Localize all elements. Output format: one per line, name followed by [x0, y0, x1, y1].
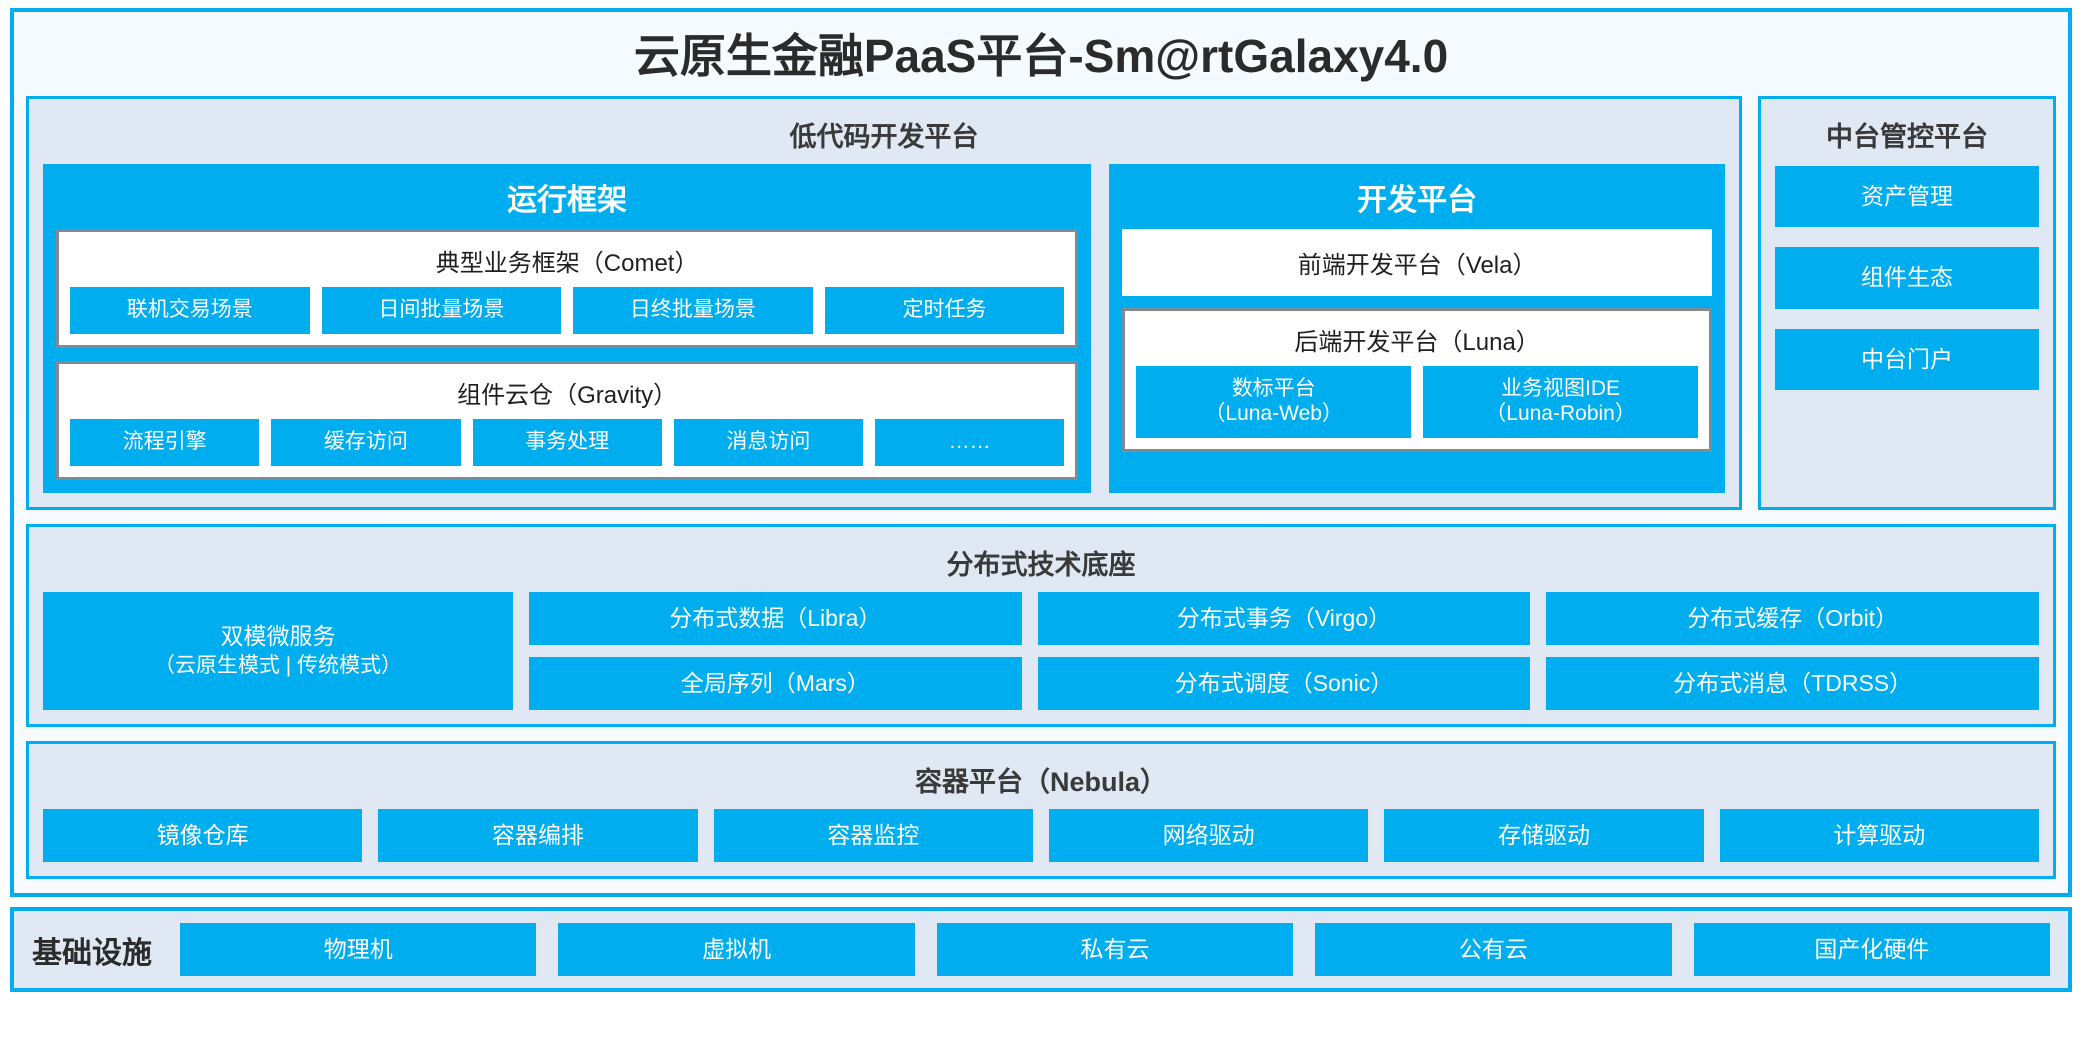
distributed-base-title: 分布式技术底座	[946, 549, 1136, 580]
chip-endofday-batch[interactable]: 日终批量场景	[573, 287, 813, 335]
chip-transaction-processing[interactable]: 事务处理	[472, 419, 662, 466]
chip-virtual-machine[interactable]: 虚拟机	[558, 923, 915, 977]
chip-container-orchestration[interactable]: 容器编排	[378, 809, 698, 863]
chip-domestic-hardware[interactable]: 国产化硬件	[1693, 923, 2051, 977]
midcontrol-platform: 中台管控平台 资产管理 组件生态 中台门户	[1758, 96, 2056, 510]
infrastructure-label: 基础设施	[32, 936, 152, 970]
gravity-chip-row: 流程引擎 缓存访问 事务处理 消息访问 ……	[70, 419, 1065, 466]
lowcode-title: 低代码开发平台	[789, 122, 979, 153]
chip-component-ecosystem[interactable]: 组件生态	[1775, 247, 2039, 309]
top-row: 低代码开发平台 运行框架 典型业务框架（Comet） 联机交易场景 日间批量场景…	[26, 96, 2056, 510]
chip-dual-mode-name: 双模微服务	[220, 623, 336, 650]
midcontrol-panel: 中台管控平台 资产管理 组件生态 中台门户	[1758, 96, 2056, 510]
comet-card: 典型业务框架（Comet） 联机交易场景 日间批量场景 日终批量场景 定时任务	[56, 229, 1079, 349]
chip-distributed-transaction[interactable]: 分布式事务（Virgo）	[1037, 591, 1531, 645]
chip-asset-management[interactable]: 资产管理	[1775, 166, 2039, 228]
page-title: 云原生金融PaaS平台-Sm@rtGalaxy4.0	[633, 30, 1449, 82]
luna-card: 后端开发平台（Luna） 数标平台 （Luna-Web） 业务视图IDE （Lu…	[1122, 308, 1712, 452]
chip-compute-driver[interactable]: 计算驱动	[1719, 809, 2039, 863]
chip-public-cloud[interactable]: 公有云	[1315, 923, 1672, 977]
chip-process-engine[interactable]: 流程引擎	[70, 419, 260, 466]
distributed-base-panel: 分布式技术底座 双模微服务 （云原生模式 | 传统模式） 分布式数据（Libra…	[26, 523, 2056, 728]
chip-distributed-data[interactable]: 分布式数据（Libra）	[529, 591, 1022, 645]
chip-distributed-message[interactable]: 分布式消息（TDRSS）	[1546, 656, 2039, 711]
chip-message-access[interactable]: 消息访问	[673, 419, 863, 466]
chip-luna-web-name: 数标平台	[1231, 377, 1316, 401]
runtime-framework-title: 运行框架	[507, 184, 628, 218]
gravity-title: 组件云仓（Gravity）	[457, 382, 678, 410]
chip-storage-driver[interactable]: 存储驱动	[1384, 809, 1704, 863]
midcontrol-chip-list: 资产管理 组件生态 中台门户	[1775, 164, 2039, 493]
chip-dual-mode-microservice[interactable]: 双模微服务 （云原生模式 | 传统模式）	[43, 591, 513, 711]
chip-luna-robin[interactable]: 业务视图IDE （Luna-Robin）	[1423, 366, 1698, 438]
chip-private-cloud[interactable]: 私有云	[936, 923, 1294, 977]
lowcode-panel: 低代码开发平台 运行框架 典型业务框架（Comet） 联机交易场景 日间批量场景…	[26, 96, 1742, 510]
chip-distributed-scheduling[interactable]: 分布式调度（Sonic）	[1037, 656, 1531, 711]
platform-shell: 云原生金融PaaS平台-Sm@rtGalaxy4.0 低代码开发平台 运行框架 …	[10, 8, 2072, 898]
chip-scheduled-task[interactable]: 定时任务	[824, 287, 1065, 335]
development-platform-box: 开发平台 前端开发平台（Vela） 后端开发平台（Luna） 数标平台 （Lun…	[1109, 164, 1725, 493]
vela-card[interactable]: 前端开发平台（Vela）	[1122, 229, 1712, 297]
development-platform-title: 开发平台	[1357, 184, 1478, 218]
chip-luna-web-sub: （Luna-Web）	[1204, 402, 1343, 426]
chip-luna-web[interactable]: 数标平台 （Luna-Web）	[1136, 366, 1412, 438]
chip-global-sequence[interactable]: 全局序列（Mars）	[529, 656, 1022, 711]
container-platform-panel: 容器平台（Nebula） 镜像仓库 容器编排 容器监控 网络驱动 存储驱动 计算…	[26, 741, 2056, 880]
chip-intraday-batch[interactable]: 日间批量场景	[321, 287, 562, 335]
container-chip-row: 镜像仓库 容器编排 容器监控 网络驱动 存储驱动 计算驱动	[43, 809, 2039, 863]
chip-luna-robin-name: 业务视图IDE	[1501, 377, 1621, 401]
comet-chip-row: 联机交易场景 日间批量场景 日终批量场景 定时任务	[70, 287, 1065, 335]
distributed-base-grid: 分布式数据（Libra） 分布式事务（Virgo） 分布式缓存（Orbit） 全…	[529, 591, 2039, 711]
chip-distributed-cache[interactable]: 分布式缓存（Orbit）	[1546, 591, 2039, 645]
infrastructure-chip-row: 物理机 虚拟机 私有云 公有云 国产化硬件	[180, 923, 2051, 977]
comet-title: 典型业务框架（Comet）	[435, 250, 699, 278]
chip-online-transaction[interactable]: 联机交易场景	[70, 287, 310, 335]
chip-dual-mode-sub: （云原生模式 | 传统模式）	[153, 654, 403, 678]
distributed-base-body: 双模微服务 （云原生模式 | 传统模式） 分布式数据（Libra） 分布式事务（…	[43, 591, 2039, 711]
chip-luna-robin-sub: （Luna-Robin）	[1485, 402, 1636, 426]
chip-more-ellipsis[interactable]: ……	[875, 419, 1065, 466]
chip-midplatform-portal[interactable]: 中台门户	[1775, 328, 2039, 390]
gravity-card: 组件云仓（Gravity） 流程引擎 缓存访问 事务处理 消息访问 ……	[56, 361, 1079, 480]
midcontrol-title: 中台管控平台	[1826, 122, 1988, 153]
chip-container-monitoring[interactable]: 容器监控	[713, 809, 1033, 863]
luna-title: 后端开发平台（Luna）	[1294, 329, 1540, 357]
infrastructure-strip: 基础设施 物理机 虚拟机 私有云 公有云 国产化硬件	[10, 907, 2072, 993]
chip-network-driver[interactable]: 网络驱动	[1048, 809, 1369, 863]
container-platform-title: 容器平台（Nebula）	[914, 767, 1168, 798]
runtime-framework-box: 运行框架 典型业务框架（Comet） 联机交易场景 日间批量场景 日终批量场景 …	[43, 164, 1092, 493]
chip-physical-machine[interactable]: 物理机	[180, 923, 537, 977]
lowcode-platform: 低代码开发平台 运行框架 典型业务框架（Comet） 联机交易场景 日间批量场景…	[26, 96, 1742, 510]
microservice-col: 双模微服务 （云原生模式 | 传统模式）	[43, 591, 513, 711]
luna-chip-row: 数标平台 （Luna-Web） 业务视图IDE （Luna-Robin）	[1136, 366, 1698, 438]
chip-cache-access[interactable]: 缓存访问	[271, 419, 461, 466]
chip-image-registry[interactable]: 镜像仓库	[43, 809, 363, 863]
